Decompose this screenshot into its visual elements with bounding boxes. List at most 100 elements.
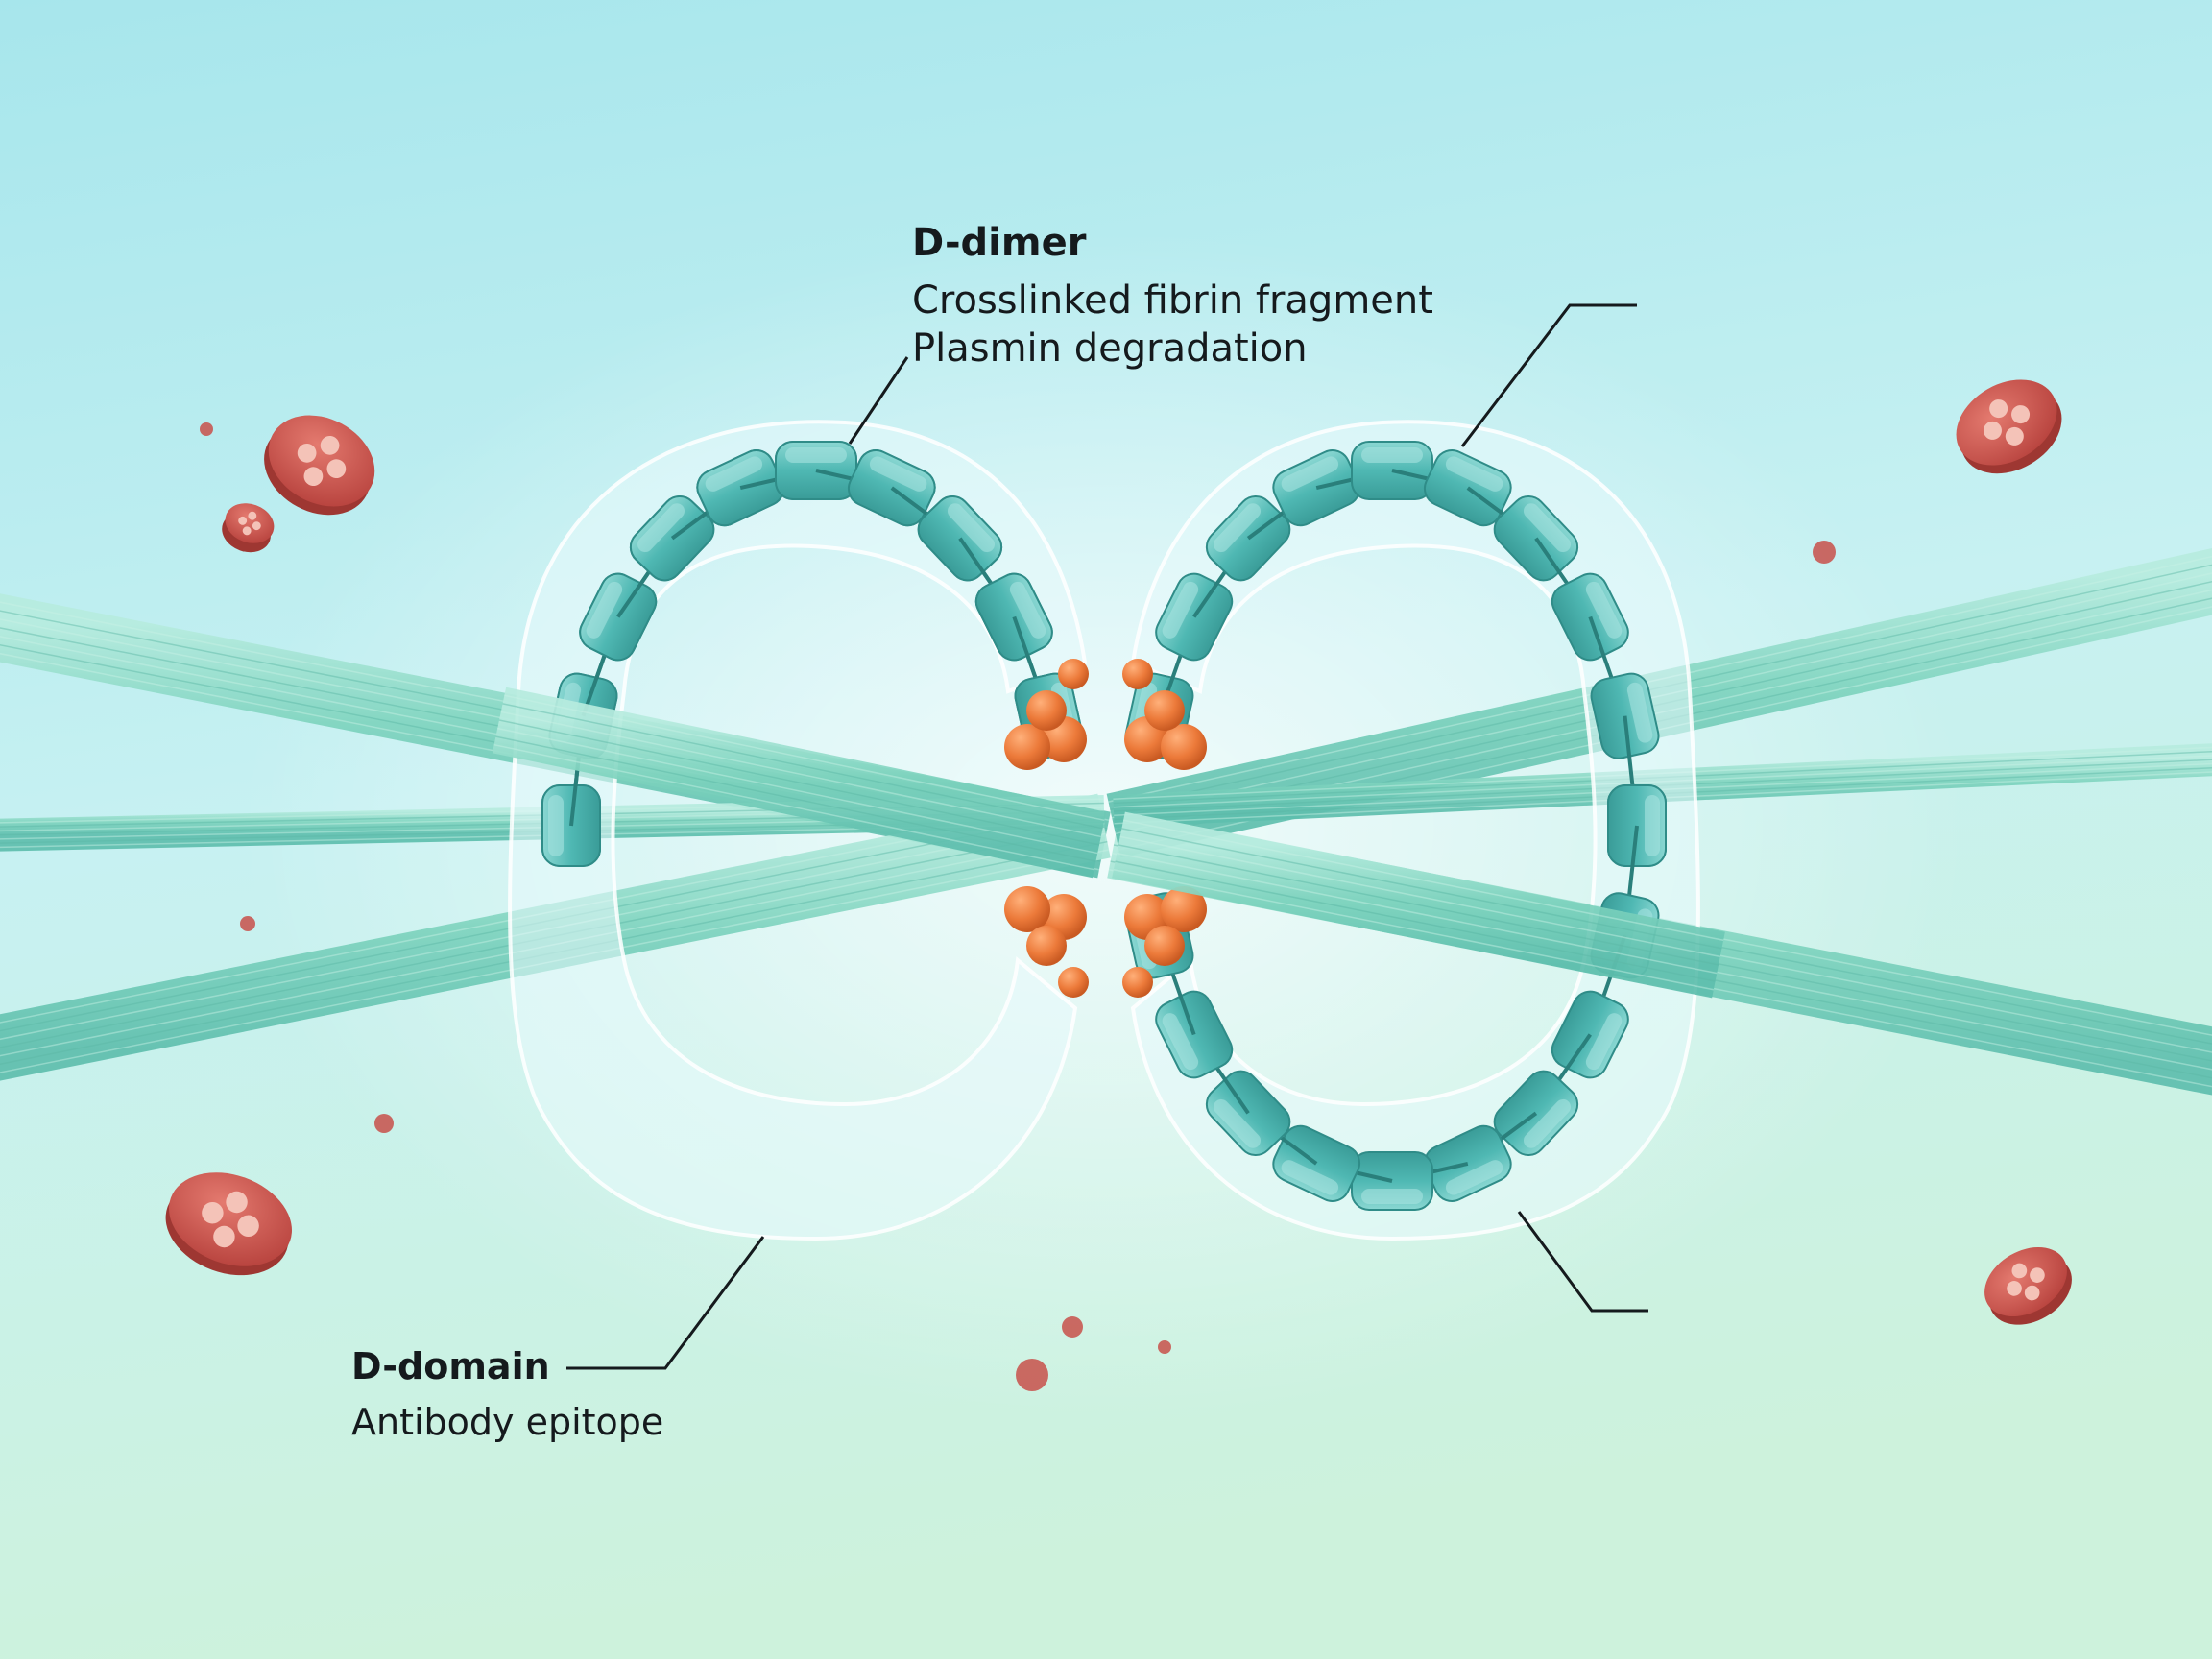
bead-highlight xyxy=(1523,503,1572,553)
strand-a-front-left xyxy=(492,687,1107,879)
rbc-hole xyxy=(252,521,261,531)
red-blood-cell-icon xyxy=(1984,1246,2072,1325)
crosslink-clusters xyxy=(1004,659,1207,998)
strand-a-front-left-body xyxy=(492,687,1107,879)
leader-line-top-right xyxy=(1460,303,1637,447)
bead-highlight xyxy=(1585,581,1623,639)
bead-highlight xyxy=(1213,503,1262,553)
rbc-hole xyxy=(326,459,347,479)
crosslink-bead-icon xyxy=(1058,659,1089,689)
crosslink-bead-icon xyxy=(1058,967,1089,998)
crosslink-bead-icon xyxy=(1122,967,1153,998)
rbc-hole xyxy=(2011,405,2031,424)
rbc-hole xyxy=(237,1215,259,1237)
rbc-hole xyxy=(2024,1285,2040,1301)
bead-highlight xyxy=(1281,1160,1339,1195)
rbc-hole xyxy=(2005,426,2024,446)
particle xyxy=(1813,541,1836,564)
rbc-hole xyxy=(2007,1281,2022,1296)
strand-a-front-left-fiber xyxy=(498,719,1100,846)
crosslink-bottom-left xyxy=(1004,886,1089,998)
bead-highlight xyxy=(1523,1098,1572,1148)
red-blood-cells xyxy=(165,379,2072,1391)
crosslink-bead-icon xyxy=(1026,690,1067,731)
bead-highlight xyxy=(637,503,685,553)
rbc-hole xyxy=(226,1191,248,1214)
crosslink-top-left xyxy=(1004,659,1089,770)
rbc-hole xyxy=(242,526,252,536)
rbc-top xyxy=(268,415,375,507)
d-dimer-desc-2: Plasmin degradation xyxy=(912,326,1308,371)
bead-highlight xyxy=(947,503,996,553)
d-dimer-label: D-dimer Crosslinked fibrin fragment Plas… xyxy=(912,219,1433,373)
bead-highlight xyxy=(1445,456,1503,492)
rbc-hole xyxy=(2030,1267,2045,1283)
rbc-top xyxy=(1956,379,2057,466)
rbc-hole xyxy=(248,511,257,520)
crosslink-bead-icon xyxy=(1161,886,1207,932)
rbc-top xyxy=(225,503,275,543)
bead-highlight xyxy=(705,456,763,492)
particle xyxy=(1158,1340,1171,1354)
bead-highlight xyxy=(1162,1013,1199,1071)
bead-highlight xyxy=(1445,1160,1503,1195)
strand-a-front-right-fiber xyxy=(1119,835,1720,958)
strand-a-front-left-fiber xyxy=(495,735,1096,862)
strand-a-front-right-fiber xyxy=(1118,844,1719,966)
fibrin-strands-front xyxy=(492,687,1725,999)
bead-highlight xyxy=(1645,795,1660,856)
d-domain-desc: Antibody epitope xyxy=(351,1400,664,1443)
strand-a-front-left-fiber xyxy=(504,694,1105,822)
particle xyxy=(1016,1359,1048,1391)
crosslink-top-right xyxy=(1122,659,1207,770)
rbc-hole xyxy=(303,467,324,487)
bead-highlight xyxy=(785,447,847,463)
strand-a-front-right xyxy=(1112,811,1725,999)
strand-a-front-right-fiber xyxy=(1121,828,1722,950)
particle xyxy=(240,916,255,931)
crosslink-bead-icon xyxy=(1122,659,1153,689)
strand-a-front-right-fiber xyxy=(1115,860,1716,982)
leader-line-top-left xyxy=(848,356,909,445)
rbc-hole xyxy=(202,1202,224,1224)
strand-a-front-left-fiber xyxy=(500,711,1101,838)
leader-line-bottom-left xyxy=(566,1236,765,1370)
crosslink-bead-icon xyxy=(1161,724,1207,770)
strand-a-front-left-fiber xyxy=(502,703,1103,830)
red-blood-cell-icon xyxy=(165,1172,292,1276)
particle xyxy=(1062,1316,1083,1338)
bead-highlight xyxy=(1213,1098,1262,1148)
bead-highlight xyxy=(1162,581,1199,639)
leader-lines xyxy=(566,303,1648,1370)
rbc-top xyxy=(169,1172,292,1266)
crosslink-bead-icon xyxy=(1026,926,1067,966)
particle xyxy=(200,422,213,436)
left-d-domain xyxy=(508,420,1088,1241)
rbc-top xyxy=(1984,1246,2067,1317)
d-dimer-title: D-dimer xyxy=(912,221,1087,265)
leader-line-bottom-right xyxy=(1517,1211,1648,1313)
rbc-hole xyxy=(238,516,248,525)
strand-a-front-right-fiber xyxy=(1123,819,1724,941)
rbc-hole xyxy=(1989,399,2008,419)
rbc-hole xyxy=(297,443,317,463)
left-bead-chain xyxy=(541,441,1084,867)
bead-highlight xyxy=(548,795,564,856)
red-blood-cell-icon xyxy=(222,503,275,553)
crosslink-bead-icon xyxy=(1004,724,1050,770)
strand-a-front-right-body xyxy=(1112,811,1725,999)
rbc-hole xyxy=(2011,1263,2028,1279)
bead-highlight xyxy=(1626,682,1653,743)
d-domain-label: D-domain Antibody epitope xyxy=(351,1344,663,1445)
bead-highlight xyxy=(586,581,623,639)
particle xyxy=(374,1114,394,1133)
bead-highlight xyxy=(1281,456,1339,492)
crosslink-bead-icon xyxy=(1144,690,1185,731)
rbc-hole xyxy=(1983,421,2002,440)
d-dimer-desc-1: Crosslinked fibrin fragment xyxy=(912,278,1433,323)
strand-a-front-right-fiber xyxy=(1117,852,1718,975)
red-blood-cell-icon xyxy=(264,415,375,516)
crosslink-bead-icon xyxy=(1004,886,1050,932)
bead-highlight xyxy=(1361,447,1423,463)
